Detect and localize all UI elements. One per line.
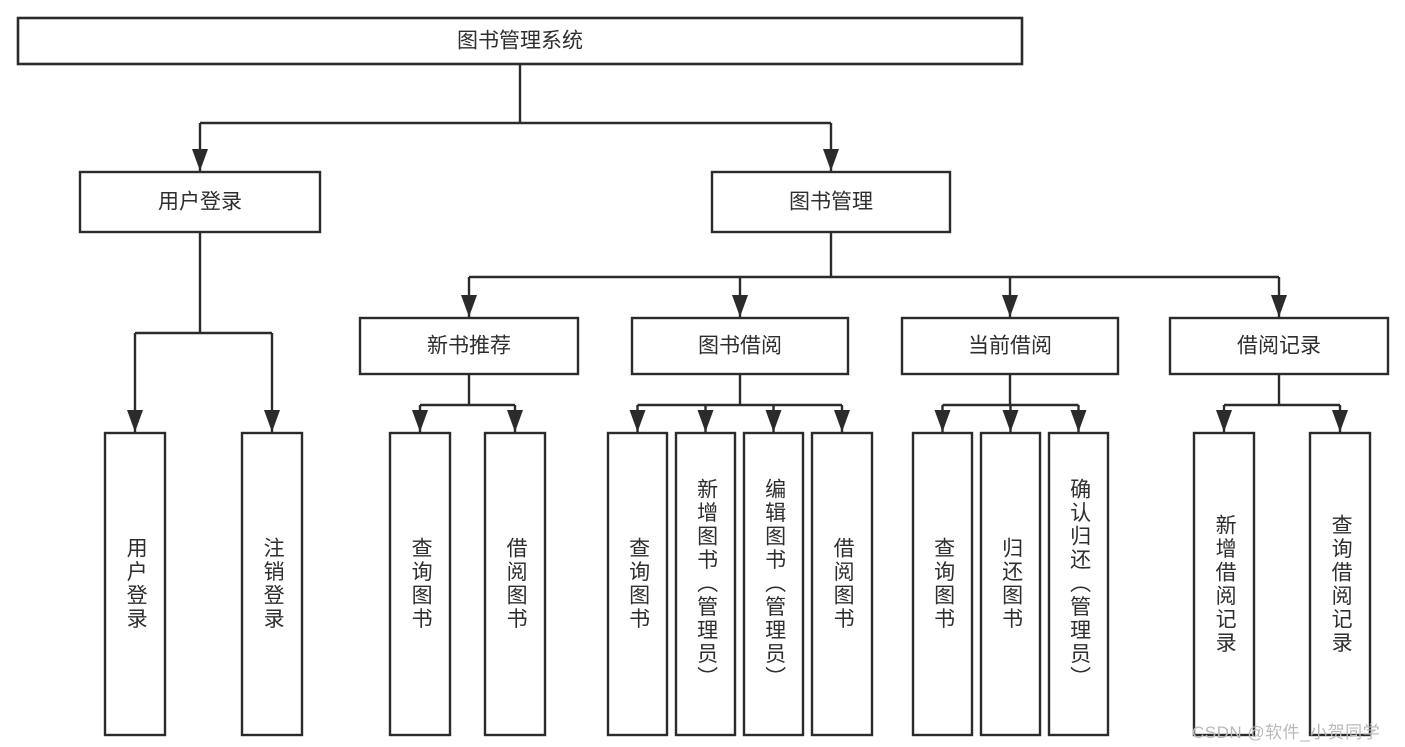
book-borrow-branch-arrow-1 xyxy=(697,410,714,432)
current-borrow-branch-arrow-0 xyxy=(934,410,951,432)
node-box-new-book-recommend[interactable] xyxy=(358,316,580,376)
user-login-branch-arrow-0 xyxy=(127,410,143,432)
node-label-root: 图书管理系统 xyxy=(457,30,583,53)
borrow-record-branch-arrow-0 xyxy=(1216,410,1232,432)
node-box-user-login[interactable] xyxy=(78,170,322,234)
book-borrow-branch-arrow-3 xyxy=(834,410,850,432)
node-box-leaf-query-borrow-record[interactable] xyxy=(1308,431,1372,737)
connectors-layer xyxy=(127,64,1348,432)
node-box-leaf-confirm-return[interactable] xyxy=(1047,431,1110,737)
node-box-root[interactable] xyxy=(16,16,1024,66)
book-manage-branch-arrow-1 xyxy=(732,295,748,317)
node-box-leaf-borrow-book-new[interactable] xyxy=(483,431,547,737)
node-box-book-manage[interactable] xyxy=(710,170,952,234)
new-book-recommend-branch-arrow-1 xyxy=(507,410,523,432)
node-box-leaf-query-book-current[interactable] xyxy=(911,431,974,737)
boxes-layer xyxy=(16,16,1390,737)
user-login-branch-arrow-1 xyxy=(264,410,280,432)
node-box-leaf-user-login[interactable] xyxy=(103,431,167,737)
node-box-current-borrow[interactable] xyxy=(900,316,1120,376)
book-borrow-branch-arrow-2 xyxy=(765,410,782,432)
root-branch-arrow-0 xyxy=(192,149,208,171)
node-box-leaf-query-book-borrow[interactable] xyxy=(606,431,669,737)
node-label-new-book-recommend: 新书推荐 xyxy=(427,335,511,358)
node-box-leaf-query-book-new[interactable] xyxy=(388,431,452,737)
node-box-leaf-edit-book-admin[interactable] xyxy=(742,431,805,737)
node-label-book-manage: 图书管理 xyxy=(789,191,873,214)
book-manage-branch-arrow-2 xyxy=(1002,295,1018,317)
node-label-user-login: 用户登录 xyxy=(158,191,242,214)
node-label-current-borrow: 当前借阅 xyxy=(968,335,1052,358)
current-borrow-branch-arrow-1 xyxy=(1002,410,1019,432)
node-box-borrow-record[interactable] xyxy=(1168,316,1390,376)
root-branch-arrow-1 xyxy=(823,149,839,171)
book-borrow-branch-arrow-0 xyxy=(629,410,646,432)
book-manage-branch-arrow-0 xyxy=(461,295,477,317)
node-label-book-borrow: 图书借阅 xyxy=(698,335,782,358)
node-box-leaf-add-book-admin[interactable] xyxy=(674,431,737,737)
node-box-leaf-borrow-book[interactable] xyxy=(810,431,874,737)
node-label-borrow-record: 借阅记录 xyxy=(1237,335,1321,358)
csdn-watermark: CSDN @软件_小贺同学 xyxy=(1192,723,1381,742)
node-box-leaf-user-logout[interactable] xyxy=(240,431,304,737)
borrow-record-branch-arrow-1 xyxy=(1332,410,1348,432)
new-book-recommend-branch-arrow-0 xyxy=(412,410,428,432)
node-box-leaf-return-book[interactable] xyxy=(979,431,1042,737)
book-manage-branch-arrow-3 xyxy=(1271,295,1287,317)
current-borrow-branch-arrow-2 xyxy=(1070,410,1087,432)
node-box-leaf-add-borrow-record[interactable] xyxy=(1192,431,1256,737)
node-box-book-borrow[interactable] xyxy=(630,316,850,376)
